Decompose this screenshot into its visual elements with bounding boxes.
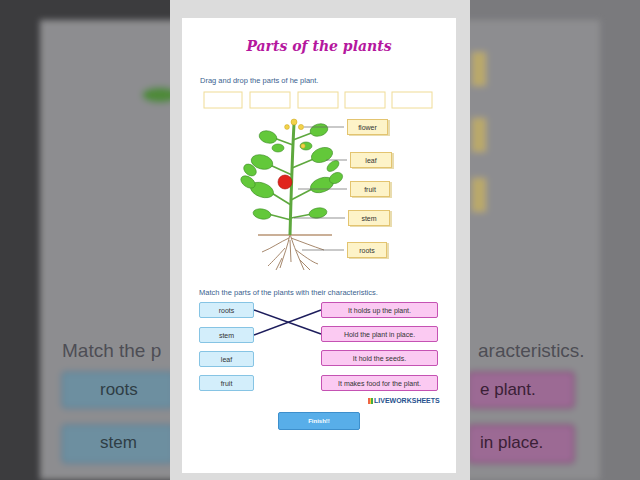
part-label: roots [347, 242, 387, 258]
blurred-heading: aracteristics. [478, 340, 585, 362]
blurred-word: e plant. [480, 380, 536, 400]
worksheet-title: Parts of the plants [246, 38, 391, 54]
part-box: roots [199, 302, 254, 318]
brand-logo: LIVEWORKSHEETS [374, 397, 440, 404]
worksheet [182, 18, 456, 473]
box-text: It holds up the plant. [348, 307, 411, 314]
part-box: stem [199, 327, 254, 343]
blurred-word: roots [100, 380, 138, 400]
box-text: roots [359, 247, 375, 254]
box-text: roots [219, 307, 235, 314]
box-text: stem [219, 332, 234, 339]
part-box: leaf [199, 351, 254, 367]
box-text: fruit [364, 186, 376, 193]
frame [170, 0, 470, 480]
leader-lines [294, 127, 347, 250]
box-text: leaf [365, 157, 376, 164]
instruction: Match the parts of the plants with their… [199, 288, 378, 297]
plant-illustration [239, 119, 345, 270]
finish-button: Finish!! [278, 412, 360, 430]
box-text: It hold the seeds. [353, 355, 406, 362]
blurred-word: stem [100, 433, 137, 453]
trait-box: Hold the plant in place. [321, 326, 438, 342]
part-label: stem [348, 210, 390, 226]
trait-box: It holds up the plant. [321, 302, 438, 318]
roots-drawing [262, 234, 324, 270]
tomato [278, 175, 292, 189]
part-box: fruit [199, 375, 254, 391]
box-text: stem [361, 215, 376, 222]
box-text: flower [358, 124, 377, 131]
box-text: Finish!! [308, 418, 330, 424]
match-line [254, 310, 321, 335]
drop-boxes [204, 92, 432, 108]
soil-line [258, 234, 332, 236]
trait-box: It makes food for the plant. [321, 375, 438, 391]
part-label: leaf [350, 152, 392, 168]
box-text: leaf [221, 356, 232, 363]
trait-box: It hold the seeds. [321, 350, 438, 366]
instruction: Drag and drop the parts of he plant. [200, 76, 318, 85]
flowers [285, 119, 306, 148]
box-text: fruit [221, 380, 233, 387]
leaves [239, 122, 345, 221]
brand-icon [368, 398, 373, 404]
blurred-word: in place. [480, 433, 543, 453]
part-label: fruit [350, 181, 390, 197]
part-label: flower [347, 119, 388, 135]
blurred-heading: Match the p [62, 340, 161, 362]
box-text: It makes food for the plant. [338, 380, 421, 387]
box-text: Hold the plant in place. [344, 331, 415, 338]
match-line [254, 310, 321, 334]
